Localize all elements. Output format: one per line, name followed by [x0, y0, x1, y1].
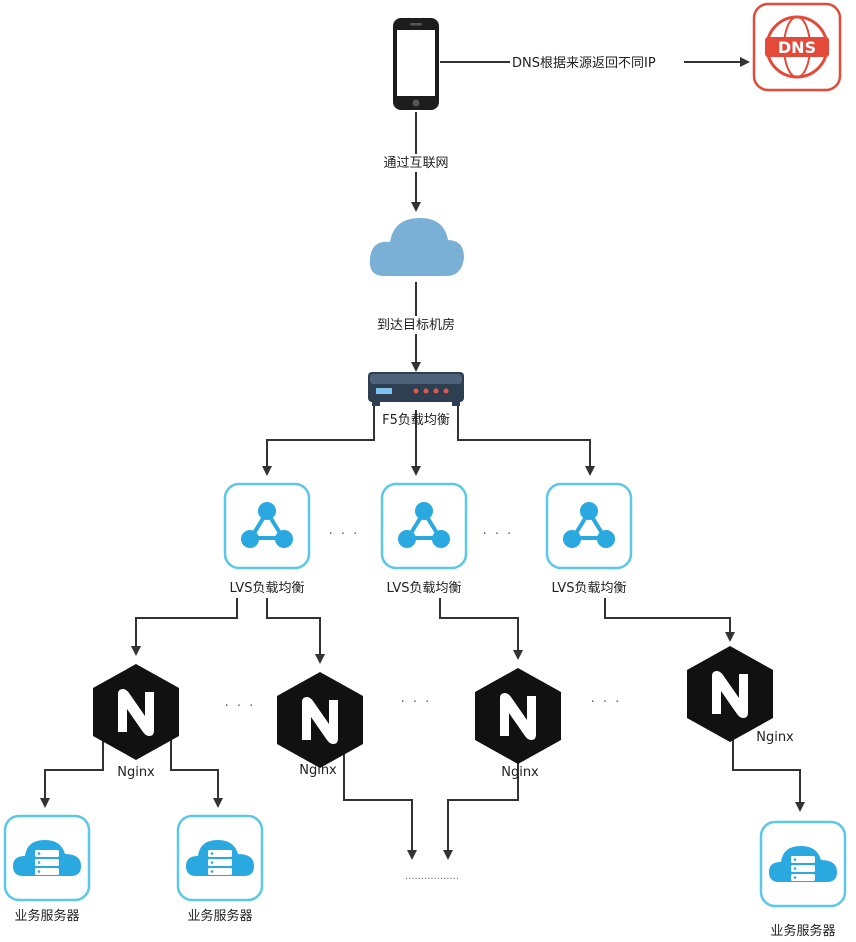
nginx-logo-icon: [475, 668, 561, 764]
nginx-label: Nginx: [756, 730, 794, 745]
edge-nginx4-server3: [732, 738, 805, 812]
lvs-network-icon: [223, 482, 311, 570]
ellipsis: · · ·: [483, 527, 514, 542]
lvs-label: LVS负载均衡: [230, 581, 305, 596]
f5-load-balancer-icon: [368, 372, 464, 406]
nginx-label: Nginx: [501, 765, 539, 780]
server-cloud-icon: [176, 814, 264, 902]
edge-nginx1-server2: [170, 730, 223, 808]
edge-f5-lvs1: [262, 404, 375, 476]
edge-nginx3-bottom: [443, 744, 519, 860]
dns-edge-label: DNS根据来源返回不同IP: [512, 56, 656, 71]
edge-f5-lvs3: [457, 404, 595, 476]
lvs-network-icon: [545, 482, 633, 570]
edge-nginx2-bottom: [343, 740, 417, 860]
smartphone-icon: [393, 18, 439, 110]
server-label: 业务服务器: [770, 923, 835, 939]
server-label: 业务服务器: [187, 908, 252, 924]
edges: [40, 57, 805, 860]
edge-lvs2-nginx3: [439, 598, 523, 660]
edge-lvs3-nginx4: [604, 598, 735, 642]
dotted-line: ·················: [405, 874, 459, 885]
edge-lvs1-nginx1: [131, 598, 238, 656]
server-cloud-icon: [3, 814, 91, 902]
edge-nginx1-server1: [40, 730, 104, 808]
internet-edge-label: 通过互联网: [383, 156, 448, 171]
ellipsis: · · ·: [591, 695, 622, 710]
arrive-edge-label: 到达目标机房: [377, 317, 455, 333]
edge-lvs1-nginx2: [266, 598, 325, 664]
lvs-label: LVS负载均衡: [552, 581, 627, 596]
nginx-logo-icon: [687, 646, 773, 742]
ellipsis: · · ·: [401, 695, 432, 710]
ellipsis: · · ·: [329, 527, 360, 542]
dns-logo-icon: DNS: [752, 2, 842, 92]
server-cloud-icon: [759, 820, 847, 908]
nginx-logo-icon: [277, 672, 363, 768]
ellipsis: · · ·: [225, 699, 256, 714]
internet-cloud-icon: [369, 218, 464, 276]
f5-label: F5负载均衡: [382, 413, 450, 428]
nginx-label: Nginx: [299, 763, 337, 778]
nginx-logo-icon: [93, 664, 179, 760]
labels: DNS根据来源返回不同IP 通过互联网 到达目标机房 F5负载均衡 LVS负载均…: [14, 54, 836, 939]
lvs-label: LVS负载均衡: [387, 581, 462, 596]
lvs-network-icon: [380, 482, 468, 570]
server-label: 业务服务器: [14, 908, 79, 924]
nginx-label: Nginx: [117, 765, 155, 780]
dns-logo-text: DNS: [778, 38, 816, 57]
